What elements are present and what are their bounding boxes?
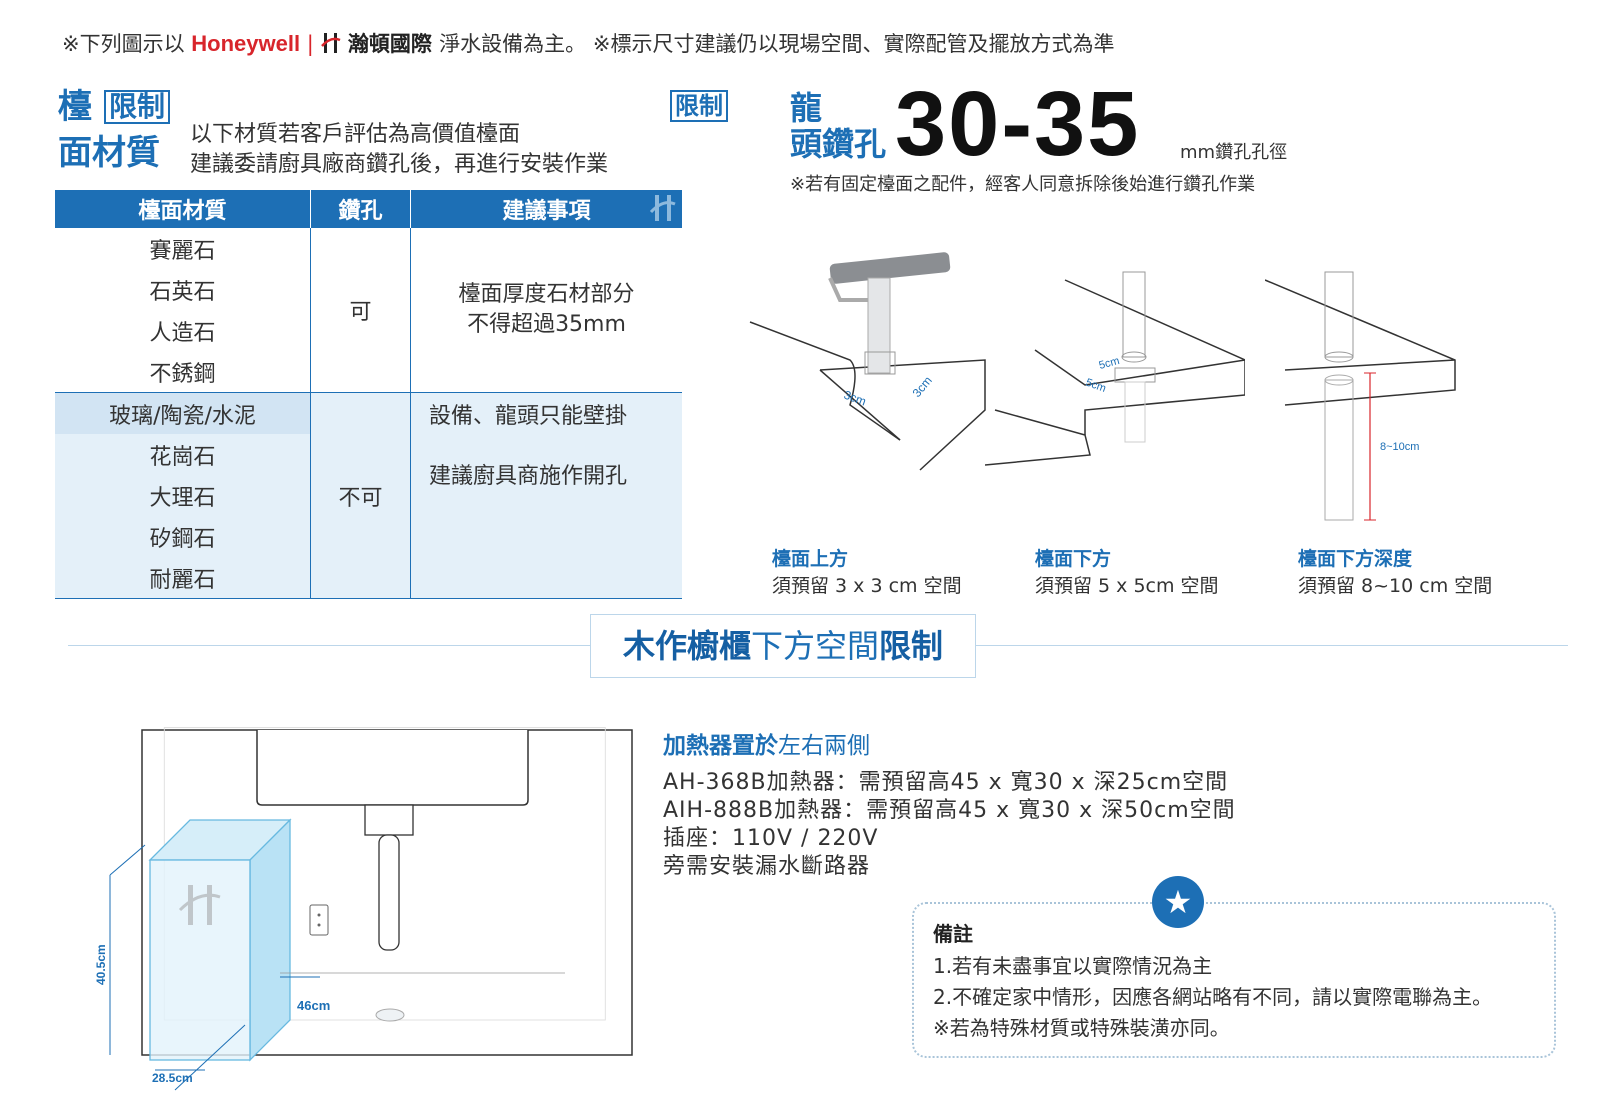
dim-5cm-a: 5cm (1098, 355, 1121, 372)
faucet-title-char2: 頭鑽孔 (790, 125, 887, 163)
spec-line-2: AIH-888B加熱器：需預留高45 x 寬30 x 深50cm空間 (663, 798, 1236, 823)
dim-width-label: 28.5cm (152, 1071, 193, 1085)
material-cell: 耐麗石 (55, 557, 311, 599)
caption-below-sub: 須預留 5 x 5cm 空間 (1035, 575, 1219, 597)
material-table: 檯面材質 鑽孔 建議事項 賽麗石 可 檯面厚度石材部分 不得超過35mm 石英石… (55, 190, 682, 599)
table-row: 矽鋼石 (55, 516, 682, 557)
hd-logo: 瀚頓國際 (320, 32, 440, 56)
table-row: 人造石 (55, 310, 682, 351)
cabinet-banner: 木作櫥櫃下方空間限制 (590, 614, 976, 678)
dim-3cm-b: 3cm (910, 374, 935, 400)
top-disclaimer: ※下列圖示以 Honeywell | 瀚頓國際 淨水設備為主。 ※標示尺寸建議仍… (62, 28, 1114, 58)
spec-line-4: 旁需安裝漏水斷路器 (663, 854, 871, 879)
material-cell: 人造石 (55, 310, 311, 351)
counter-desc-line2: 建議委請廚具廠商鑽孔後，再進行安裝作業 (190, 152, 609, 177)
banner-part1: 木作櫥櫃 (622, 627, 751, 665)
caption-below-title: 檯面下方 (1035, 548, 1112, 570)
material-cell: 大理石 (55, 475, 311, 516)
cabinet-diagram: 40.5cm 46cm 28.5cm (94, 727, 633, 1091)
caption-above-title: 檯面上方 (772, 548, 849, 570)
disclaimer-suffix: 淨水設備為主。 ※標示尺寸建議仍以現場空間、實際配管及擺放方式為準 (439, 32, 1115, 56)
dim-height-label: 40.5cm (94, 944, 108, 985)
heater-title-bold: 加熱器置於 (663, 733, 778, 759)
caption-depth: 檯面下方深度 須預留 8~10 cm 空間 (1298, 544, 1492, 598)
note-line-1: 1.若有未盡事宜以實際情況為主 (933, 954, 1213, 978)
hd-logo-text: 瀚頓國際 (347, 32, 432, 56)
hole-diameter-range: 30-35 (895, 73, 1141, 175)
counter-limit-badge-text: 限制 (104, 90, 171, 124)
diagram-above-counter: 3cm 3cm (749, 252, 986, 471)
drill-yes-cell: 可 (310, 228, 411, 393)
disclaimer-prefix: ※下列圖示以 (62, 32, 185, 56)
drill-no-cell: 不可 (310, 392, 411, 599)
header-advice: 建議事項 (410, 190, 682, 228)
hole-diameter-unit: mm鑽孔孔徑 (1180, 142, 1288, 163)
header-advice-text: 建議事項 (502, 199, 591, 224)
spec-line-1: AH-368B加熱器：需預留高45 x 寬30 x 深25cm空間 (663, 770, 1229, 795)
fixture-note: ※若有固定檯面之配件，經客人同意拆除後始進行鑽孔作業 (790, 174, 1256, 195)
notes-box (912, 902, 1556, 1058)
right-limit-badge: 限制 (670, 90, 728, 122)
table-row: 不銹鋼 (55, 351, 682, 393)
logo-divider: | (306, 32, 314, 56)
material-cell: 賽麗石 (55, 228, 311, 269)
header-material: 檯面材質 (55, 190, 311, 228)
table-row: 石英石 (55, 269, 682, 310)
hd-logo-icon (320, 33, 341, 53)
counter-description: 以下材質若客戶評估為高價值檯面 建議委請廚具廠商鑽孔後，再進行安裝作業 (190, 120, 608, 180)
table-row: 花崗石 建議廚具商施作開孔 (55, 434, 682, 599)
material-cell: 花崗石 (55, 434, 311, 475)
heater-title-light: 左右兩側 (778, 733, 870, 759)
dim-3cm-a: 3cm (842, 388, 868, 409)
material-cell: 玻璃/陶瓷/水泥 (55, 392, 311, 434)
counter-title-line2: 面材質 (58, 133, 160, 173)
material-cell: 矽鋼石 (55, 516, 311, 557)
note-line-2: 2.不確定家中情形，因應各網站略有不同，請以實際電聯為主。 (933, 985, 1493, 1009)
counter-limit-badge: 限制 (104, 90, 171, 124)
header-drill: 鑽孔 (310, 190, 411, 228)
spec-line-3: 插座：110V / 220V (663, 826, 879, 851)
hd-watermark-icon (650, 195, 676, 221)
right-limit-badge-text: 限制 (670, 90, 728, 122)
caption-below: 檯面下方 須預留 5 x 5cm 空間 (1035, 544, 1219, 598)
table-header-row: 檯面材質 鑽孔 建議事項 (55, 190, 682, 228)
material-cell: 石英石 (55, 269, 311, 310)
advice-yes-line1: 檯面厚度石材部分 (458, 282, 635, 307)
table-row: 賽麗石 可 檯面厚度石材部分 不得超過35mm (55, 228, 682, 393)
dim-depth-label-cab: 46cm (297, 998, 330, 1013)
leak-breaker-icon (375, 1008, 405, 1022)
banner-part2: 下方空間 (750, 627, 879, 665)
diagram-below-counter: 5cm 5cm (985, 271, 1245, 466)
advice-yes-line2: 不得超過35mm (467, 312, 626, 337)
caption-depth-title: 檯面下方深度 (1298, 548, 1413, 570)
faucet-hole-title: 龍 頭鑽孔 (790, 90, 886, 162)
advice-hole-cell: 建議廚具商施作開孔 (410, 434, 682, 599)
material-cell: 不銹鋼 (55, 351, 311, 393)
counter-desc-line1: 以下材質若客戶評估為高價值檯面 (190, 122, 521, 147)
heater-logo-icon (178, 885, 221, 925)
heater-title: 加熱器置於左右兩側 (663, 726, 870, 760)
faucet-title-char1: 龍 (790, 89, 823, 127)
dim-depth-label: 8~10cm (1380, 441, 1419, 453)
table-row: 耐麗石 (55, 557, 682, 599)
caption-depth-sub: 須預留 8~10 cm 空間 (1298, 575, 1493, 597)
honeywell-logo: Honeywell (191, 31, 301, 56)
caption-above: 檯面上方 須預留 3 x 3 cm 空間 (772, 544, 962, 598)
table-row: 玻璃/陶瓷/水泥 不可 設備、龍頭只能壁掛 (55, 392, 682, 599)
table-row: 大理石 (55, 475, 682, 516)
diagram-depth: 8~10cm (1265, 271, 1456, 521)
note-line-3: ※若為特殊材質或特殊裝潢亦同。 (933, 1016, 1230, 1040)
dim-5cm-b: 5cm (1084, 377, 1108, 395)
counter-title-char: 檯 (58, 87, 92, 127)
star-icon: ★ (1152, 876, 1204, 928)
notes-title: 備註 (933, 922, 973, 946)
advice-yes-cell: 檯面厚度石材部分 不得超過35mm (410, 228, 682, 393)
caption-above-sub: 須預留 3 x 3 cm 空間 (772, 575, 962, 597)
banner-part3: 限制 (879, 627, 944, 665)
advice-wall-cell: 設備、龍頭只能壁掛 (410, 392, 682, 434)
